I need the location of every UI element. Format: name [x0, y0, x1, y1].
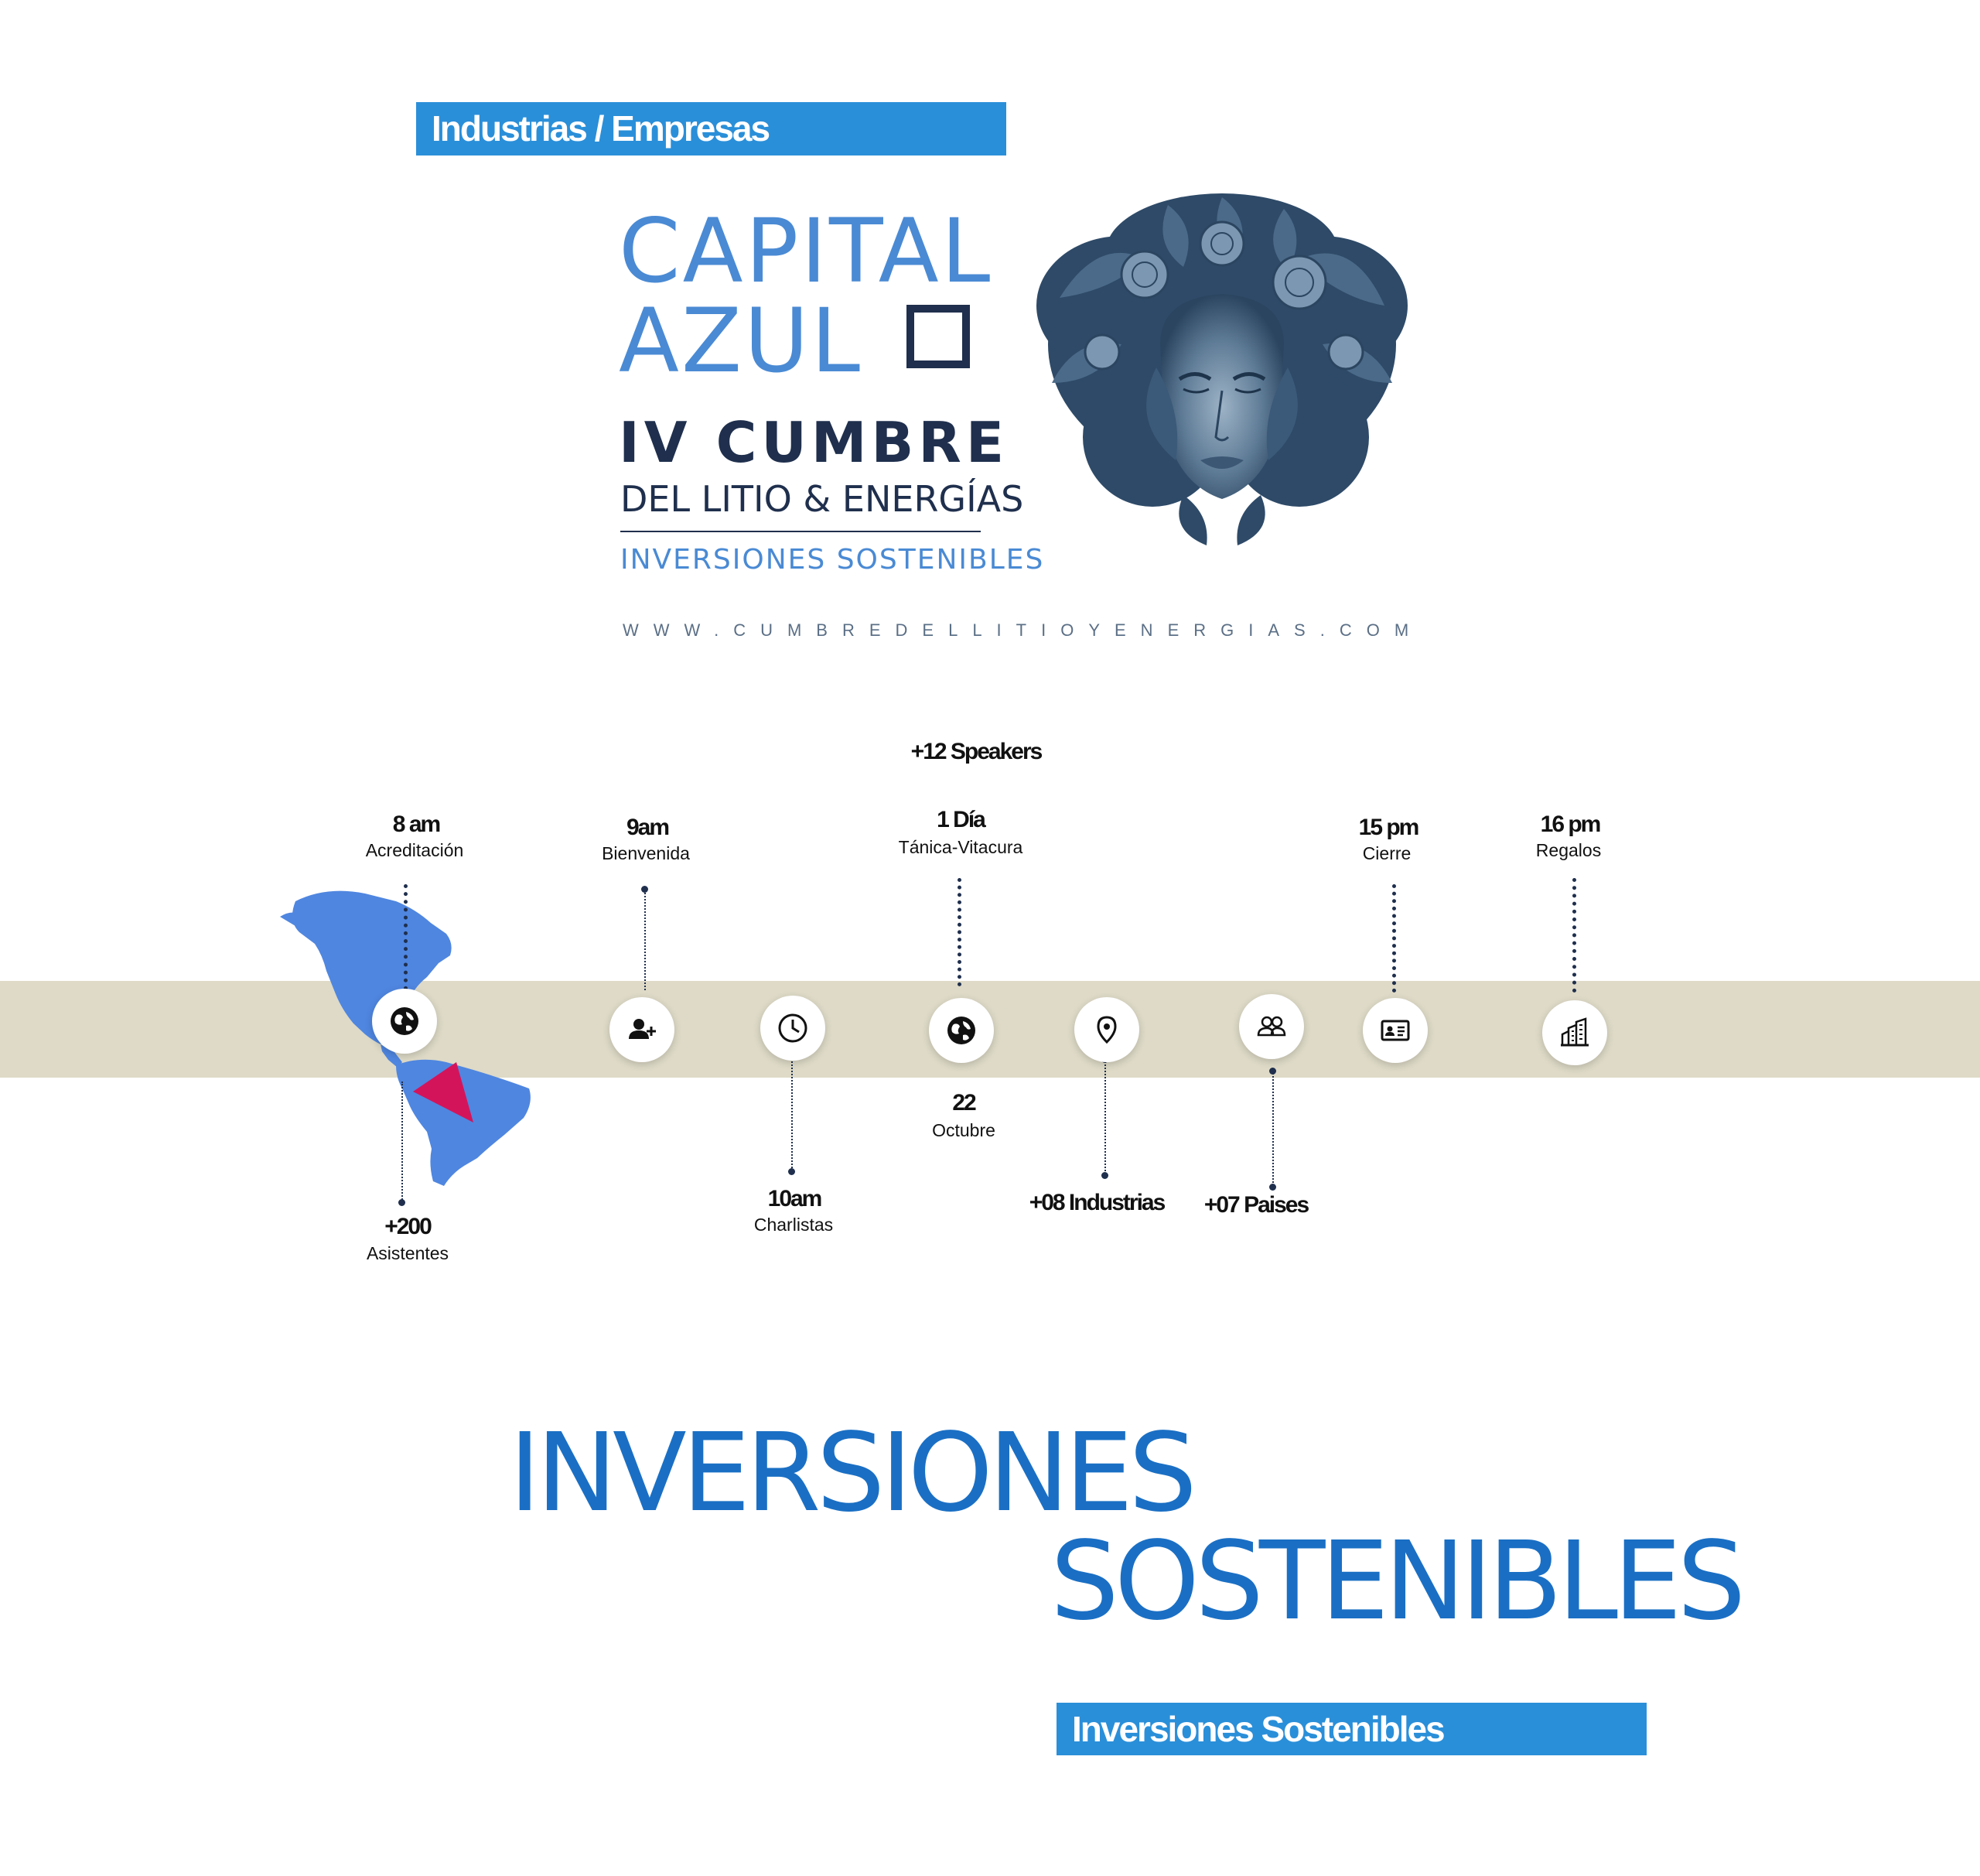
- connector-regalos: [1572, 878, 1576, 993]
- website-url: WWW.CUMBREDELLITIOYENERGIAS.COM: [623, 620, 1424, 640]
- connector-dot: [788, 1168, 795, 1175]
- user-add-icon: [629, 1019, 656, 1039]
- id-card-icon: [1381, 1020, 1410, 1041]
- connector-asistentes: [401, 1082, 403, 1202]
- timeline-node-globe-date[interactable]: [929, 998, 994, 1063]
- headline-sostenibles: SOSTENIBLES: [1050, 1519, 1746, 1645]
- logo-square-mark: [906, 305, 970, 368]
- connector-dot: [1269, 1184, 1276, 1191]
- connector-duration: [958, 878, 961, 986]
- connector-dot: [1101, 1172, 1108, 1179]
- connector-bienvenida: [644, 890, 646, 990]
- timeline-label-month: Octubre: [932, 1120, 995, 1140]
- timeline-label-bienvenida: Bienvenida: [602, 843, 690, 863]
- clock-icon: [778, 1013, 807, 1043]
- timeline-time-10am: 10am: [767, 1186, 823, 1211]
- timeline-label-cierre: Cierre: [1362, 843, 1412, 863]
- timeline-label-charlistas: Charlistas: [753, 1215, 834, 1235]
- timeline-time-15pm: 15 pm: [1358, 815, 1420, 840]
- timeline-date-day: 22: [952, 1090, 976, 1116]
- timeline-label-acreditacion: Acreditación: [365, 840, 464, 860]
- headline-inversiones: INVERSIONES: [509, 1410, 1197, 1536]
- timeline-duration: 1 Día: [937, 807, 986, 832]
- connector-cierre: [1392, 884, 1396, 993]
- logo-iv-cumbre: IV CUMBRE: [619, 410, 1009, 475]
- timeline-node-user-add[interactable]: [609, 997, 674, 1062]
- connector-dot: [641, 886, 648, 893]
- connector-dot: [398, 1199, 405, 1206]
- timeline-label-regalos: Regalos: [1535, 840, 1602, 860]
- timeline-time-9am: 9am: [626, 815, 670, 840]
- timeline-node-location[interactable]: [1074, 997, 1139, 1062]
- timeline-time-16pm: 16 pm: [1540, 812, 1602, 837]
- globe-icon: [391, 1007, 418, 1035]
- timeline-time-8am: 8 am: [392, 812, 441, 837]
- timeline-paises-count: +07 Paises: [1203, 1192, 1309, 1218]
- footer-badge-inversiones: Inversiones Sostenibles: [1057, 1703, 1647, 1755]
- timeline-industrias-count: +08 Industrias: [1029, 1190, 1166, 1215]
- globe-icon: [947, 1017, 975, 1044]
- logo-divider: [620, 531, 981, 532]
- connector-charlistas: [791, 1056, 793, 1170]
- logo-inversiones-sostenibles: INVERSIONES SOSTENIBLES: [620, 544, 1045, 576]
- americas-map: [280, 890, 531, 1186]
- logo-azul: AZUL: [619, 289, 863, 392]
- timeline-node-globe[interactable]: [372, 989, 437, 1054]
- logo-capital: CAPITAL: [619, 200, 993, 302]
- timeline-asistentes-count: +200: [384, 1214, 432, 1239]
- connector-paises: [1272, 1070, 1274, 1186]
- timeline-node-id-card[interactable]: [1363, 998, 1428, 1063]
- floral-face-illustration: [1036, 193, 1408, 545]
- timeline-label-venue: Tánica-Vitacura: [898, 837, 1023, 857]
- timeline-node-buildings[interactable]: [1542, 1000, 1607, 1065]
- timeline-speakers: +12 Speakers: [910, 739, 1043, 764]
- connector-acreditacion: [404, 884, 408, 990]
- location-marker-icon: [413, 1062, 473, 1123]
- buildings-icon: [1561, 1017, 1589, 1047]
- timeline-node-users[interactable]: [1239, 994, 1304, 1059]
- timeline-label-asistentes: Asistentes: [366, 1243, 449, 1263]
- timeline-node-clock[interactable]: [760, 996, 825, 1061]
- logo-del-litio: DEL LITIO & ENERGÍAS: [620, 478, 1024, 520]
- header-badge-industrias: Industrias / Empresas: [416, 102, 1006, 155]
- location-pin-icon: [1097, 1016, 1117, 1044]
- connector-industrias: [1104, 1058, 1106, 1174]
- users-icon: [1257, 1016, 1286, 1037]
- connector-dot: [1269, 1068, 1276, 1075]
